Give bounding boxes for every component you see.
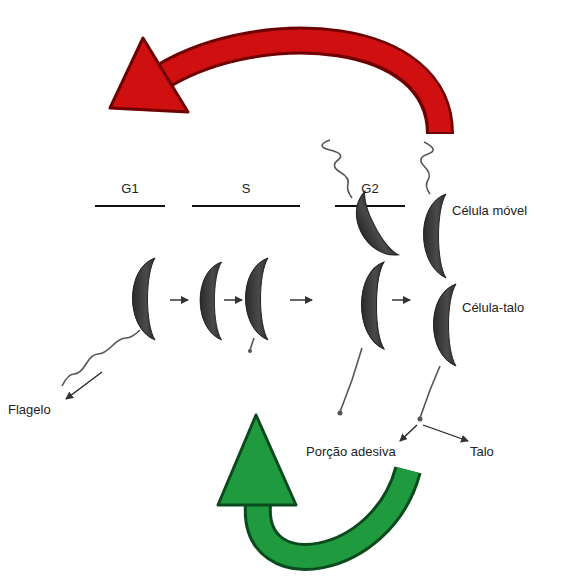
flagella-and-stalks — [62, 140, 440, 418]
progression-arrows — [170, 299, 410, 301]
holdfast — [418, 417, 423, 422]
green-cycle-arrow — [218, 415, 408, 557]
cells — [133, 191, 457, 366]
part-label: Célula-talo — [462, 300, 524, 316]
phase-label: S — [242, 181, 251, 197]
holdfast — [338, 411, 343, 416]
leader-lines — [66, 372, 468, 441]
part-label: Célula móvel — [452, 203, 527, 219]
phase-label: G1 — [121, 181, 138, 197]
red-cycle-arrow — [110, 38, 440, 134]
part-label: Porção adesiva — [306, 444, 396, 460]
part-label: Talo — [470, 444, 494, 460]
stalk-tip — [248, 349, 252, 353]
part-label: Flagelo — [8, 402, 51, 418]
phase-label: G2 — [361, 181, 378, 197]
